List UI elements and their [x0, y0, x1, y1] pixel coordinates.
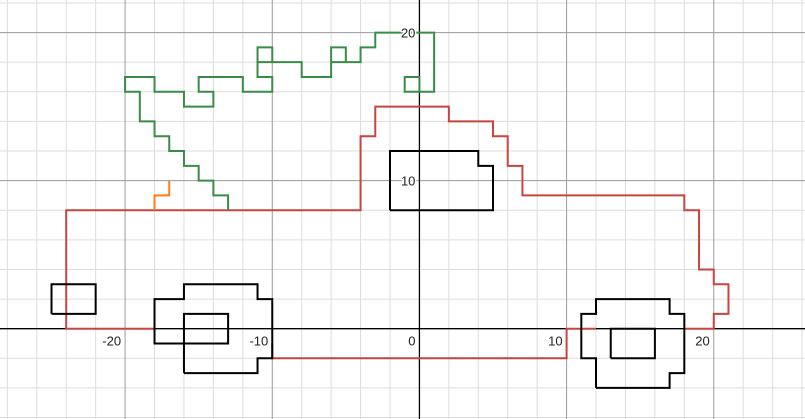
x-tick-label: -10 [249, 334, 268, 349]
series-black-4[interactable] [153, 283, 274, 375]
series-black-7[interactable] [609, 327, 656, 360]
series-black-6[interactable] [580, 298, 686, 389]
series-green-9[interactable] [124, 31, 436, 211]
x-tick-label: -20 [102, 334, 121, 349]
series-layer [50, 31, 730, 389]
series-black-8[interactable] [388, 150, 495, 212]
tick-labels: -20 -10 0 10 20 10 20 [101, 24, 711, 350]
x-tick-label: 20 [695, 334, 709, 349]
series-red-0[interactable] [65, 105, 730, 330]
y-tick-label: 20 [401, 26, 415, 41]
series-orange-10[interactable] [153, 180, 171, 211]
x-tick-label: 10 [548, 334, 562, 349]
x-tick-label: 0 [408, 334, 415, 349]
series-black-3[interactable] [50, 283, 97, 315]
y-tick-label: 10 [401, 174, 415, 189]
series-black-5[interactable] [182, 312, 230, 345]
